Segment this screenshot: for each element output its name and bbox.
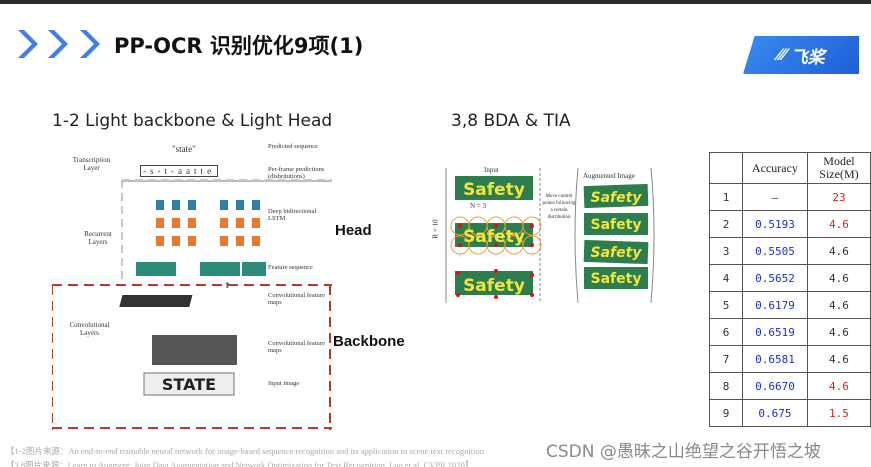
- char-sequence: -s-t-aatte: [140, 165, 219, 177]
- row-id: 6: [709, 318, 743, 346]
- row-size: 4.6: [806, 318, 871, 346]
- convolutional-layers-label: Convolutional Layers: [69, 321, 110, 337]
- footer-source-1: 【1-2图片来源：An end-to-end trainable neural …: [6, 446, 484, 456]
- row-size: 1.5: [806, 399, 871, 427]
- move-control-points-text: Move control points following a certain …: [542, 194, 576, 220]
- svg-text:Safety: Safety: [591, 217, 642, 233]
- table-row: 1—23: [709, 183, 871, 211]
- recurrent-layers-label: Recurrent Layers: [84, 230, 112, 246]
- row-id: 2: [709, 210, 743, 238]
- n-label: N = 3: [470, 202, 487, 210]
- row-id: 8: [709, 372, 743, 400]
- augmentation-diagram: Safety Safety Safety Safety Safety Safet…: [445, 167, 655, 304]
- svg-text:Safety: Safety: [463, 180, 525, 200]
- row-id: 1: [709, 183, 743, 211]
- row-accuracy: 0.6581: [742, 345, 808, 373]
- feature-sequence-label: Feature sequence: [268, 264, 313, 271]
- row-size: 23: [806, 183, 871, 211]
- row-id: 7: [709, 345, 743, 373]
- row-id: 4: [709, 264, 743, 292]
- row-accuracy: 0.5505: [742, 237, 808, 265]
- row-size: 4.6: [806, 264, 871, 292]
- page-title: PP-OCR 识别优化9项(1): [114, 34, 364, 58]
- header-accuracy: Accuracy: [742, 152, 808, 184]
- svg-text:⬆: ⬆: [224, 281, 231, 290]
- per-frame-label: Per-frame predictions (disbritutions): [268, 166, 325, 180]
- input-image-label: Input image: [268, 380, 300, 387]
- top-bar: [0, 0, 871, 4]
- head-label: Head: [335, 222, 372, 239]
- logo-text: 飞桨: [790, 47, 825, 67]
- table-header-row: Accuracy Model Size(M): [709, 152, 871, 184]
- logo-mark-icon: ⁄⁄⁄: [777, 45, 791, 64]
- backbone-label: Backbone: [333, 333, 405, 350]
- predicted-sequence-label: Predicted sequence: [268, 143, 318, 150]
- row-size: 4.6: [806, 345, 871, 373]
- svg-text:Safety: Safety: [591, 271, 642, 287]
- row-size: 4.6: [806, 237, 871, 265]
- input-label: Input: [484, 166, 499, 174]
- section-title-right: 3,8 BDA & TIA: [451, 111, 571, 131]
- row-id: 5: [709, 291, 743, 319]
- row-accuracy: —: [742, 183, 808, 211]
- augmented-image-label: Augmented Image: [583, 172, 635, 180]
- row-size: 4.6: [806, 291, 871, 319]
- input-image-text: STATE: [162, 375, 216, 394]
- svg-text:Safety: Safety: [591, 245, 643, 261]
- svg-text:Safety: Safety: [591, 190, 643, 206]
- row-accuracy: 0.6179: [742, 291, 808, 319]
- row-id: 9: [709, 399, 743, 427]
- chevron-arrows-icon: [18, 30, 100, 58]
- transcription-layer-label: Transcription Layer: [72, 156, 111, 172]
- row-accuracy: 0.5193: [742, 210, 808, 238]
- row-accuracy: 0.5652: [742, 264, 808, 292]
- lstm-label: Deep bidirectional LSTM: [268, 208, 317, 222]
- row-size: 4.6: [806, 210, 871, 238]
- header-id: [709, 152, 743, 184]
- row-accuracy: 0.6670: [742, 372, 808, 400]
- footer-source-2: 【3,8图片来源：Learn to Augment: Joint Data Au…: [6, 460, 474, 467]
- svg-text:Safety: Safety: [463, 276, 525, 296]
- crnn-diagram: STATE ⬆: [52, 179, 332, 430]
- r-label: R = 10: [431, 219, 440, 239]
- row-accuracy: 0.6519: [742, 318, 808, 346]
- header-model-size: Model Size(M): [806, 152, 871, 184]
- state-word: "state": [172, 144, 196, 154]
- section-title-left: 1-2 Light backbone & Light Head: [52, 111, 333, 131]
- row-size: 4.6: [806, 372, 871, 400]
- svg-text:Safety: Safety: [463, 227, 525, 247]
- conv-feature-maps-label-2: Convolutional feature maps: [268, 340, 325, 354]
- conv-feature-maps-label-1: Convolutional feature maps: [268, 292, 325, 306]
- row-accuracy: 0.675: [742, 399, 808, 427]
- watermark: CSDN @愚昧之山绝望之谷开悟之坡: [546, 442, 821, 462]
- paddle-logo: ⁄⁄⁄ 飞桨: [743, 36, 859, 74]
- row-id: 3: [709, 237, 743, 265]
